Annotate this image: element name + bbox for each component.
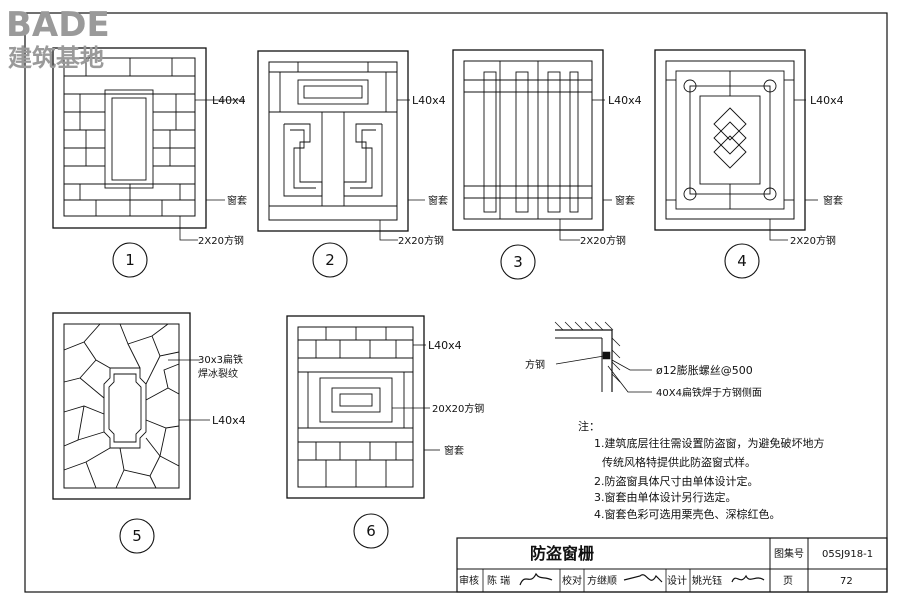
window-4-number: 4 xyxy=(737,252,747,270)
section-detail xyxy=(554,321,652,393)
window-5-number: 5 xyxy=(132,527,142,545)
page-label: 页 xyxy=(783,575,793,587)
window-5-crack-label: 焊冰裂纹 xyxy=(198,367,238,380)
window-1-bar-label: 2X20方钢 xyxy=(198,234,244,247)
window-4 xyxy=(654,49,818,279)
atlas-no: 05SJ918-1 xyxy=(822,549,873,560)
window-3-bar-label: 2X20方钢 xyxy=(580,234,626,247)
page-number: 72 xyxy=(840,576,853,587)
check-label: 校对 xyxy=(562,574,582,587)
note-4: 4.窗套色彩可选用栗壳色、深棕红色。 xyxy=(594,507,781,521)
window-2-bar-label: 2X20方钢 xyxy=(398,234,444,247)
window-6-frame-label: 窗套 xyxy=(444,444,464,457)
checker-name: 方继顺 xyxy=(587,574,617,587)
reviewer-signature xyxy=(519,572,553,586)
window-3 xyxy=(452,49,612,280)
window-3-number: 3 xyxy=(513,253,523,271)
atlas-no-label: 图集号 xyxy=(774,547,804,560)
window-4-frame-label: 窗套 xyxy=(823,194,843,207)
window-6 xyxy=(286,315,440,549)
design-label: 设计 xyxy=(667,574,687,587)
detail-steel-label: 方钢 xyxy=(525,358,545,371)
window-1 xyxy=(52,47,245,278)
window-2-angle-label: L40x4 xyxy=(412,94,446,107)
window-6-number: 6 xyxy=(366,522,376,540)
sheet-border xyxy=(24,12,888,593)
window-3-frame-label: 窗套 xyxy=(615,194,635,207)
window-6-bar-label: 20X20方钢 xyxy=(432,402,484,415)
logo-brand: BADE xyxy=(6,5,110,45)
checker-signature xyxy=(623,574,663,583)
note-2: 2.防盗窗具体尺寸由单体设计定。 xyxy=(594,474,759,488)
window-2 xyxy=(257,50,425,278)
note-1-continued: 传统风格特提供此防盗窗式样。 xyxy=(602,455,756,469)
window-5 xyxy=(52,312,210,554)
detail-flat-bar-label: 40X4扁铁焊于方钢侧面 xyxy=(656,386,762,399)
note-1: 1.建筑底层往往需设置防盗窗，为避免破坏地方 xyxy=(594,436,825,450)
title-block xyxy=(456,537,888,593)
window-6-angle-label: L40x4 xyxy=(428,339,462,352)
drawing-title: 防盗窗栅 xyxy=(530,544,594,563)
window-2-frame-label: 窗套 xyxy=(428,194,448,207)
reviewer-name: 陈 瑞 xyxy=(487,574,510,587)
designer-name: 姚光钰 xyxy=(692,574,722,587)
window-3-angle-label: L40x4 xyxy=(608,94,642,107)
designer-signature xyxy=(731,574,765,583)
watermark-logo: BADE 建筑基地 xyxy=(6,5,110,72)
window-1-frame-label: 窗套 xyxy=(227,194,247,207)
detail-bolt-label: ø12膨胀螺丝@500 xyxy=(656,363,753,377)
window-4-angle-label: L40x4 xyxy=(810,94,844,107)
window-1-angle-label: L40x4 xyxy=(212,94,246,107)
review-label: 审核 xyxy=(459,574,479,587)
note-3: 3.窗套由单体设计另行选定。 xyxy=(594,490,737,504)
window-2-number: 2 xyxy=(325,251,335,269)
window-5-angle-label: L40x4 xyxy=(212,414,246,427)
window-4-bar-label: 2X20方钢 xyxy=(790,234,836,247)
notes-heading: 注： xyxy=(578,419,600,433)
window-1-number: 1 xyxy=(125,251,135,269)
logo-chinese: 建筑基地 xyxy=(8,44,104,72)
window-5-flat-bar-label: 30x3扁铁 xyxy=(198,353,243,366)
